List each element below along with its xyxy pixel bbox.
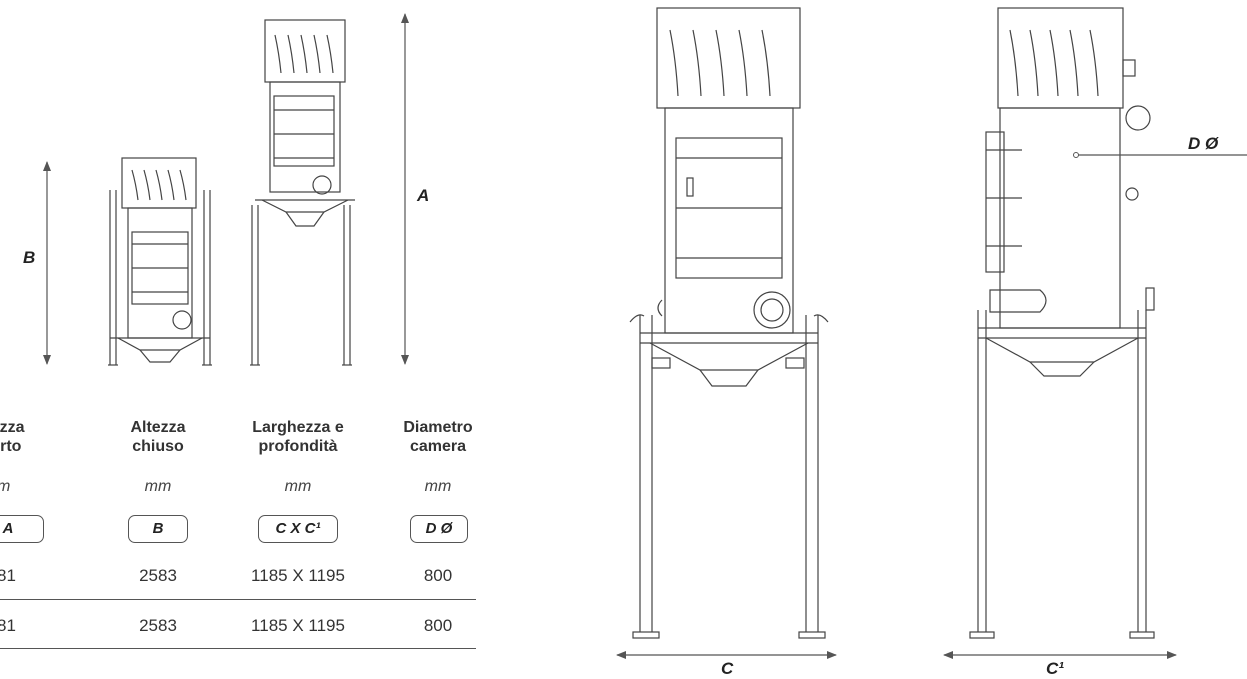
label-d: D Ø (1188, 134, 1219, 153)
cell-c: 1185 X 1195 (251, 616, 345, 635)
cell-a: 4281 (0, 616, 16, 635)
unit-a: mm (0, 478, 52, 496)
cell-d: 800 (423, 616, 453, 635)
label-b: B (23, 248, 36, 267)
code-badge-c: C X C¹ (258, 515, 338, 543)
label-a: A (417, 186, 430, 205)
machine-side-view (969, 7, 1155, 639)
code-badge-d: D Ø (410, 515, 468, 543)
machine-closed-thumbnail (108, 157, 212, 366)
dimension-d-dot (1073, 152, 1079, 158)
machine-front-view (629, 7, 829, 639)
unit-b: mm (144, 478, 172, 495)
cell-b: 2583 (139, 566, 177, 585)
cell-a: 4281 (0, 566, 16, 585)
header-altezza-chiuso: Altezza chiuso (130, 419, 186, 455)
unit-c: mm (284, 478, 312, 495)
row-divider (0, 599, 476, 600)
cell-c: 1185 X 1195 (251, 566, 345, 585)
header-altezza-aperto: Altezza aperto (0, 419, 25, 455)
unit-d: mm (424, 478, 452, 495)
row-divider (0, 648, 476, 649)
machine-open-thumbnail (250, 19, 355, 366)
label-c: C (721, 659, 734, 678)
cell-b: 2583 (139, 616, 177, 635)
header-larghezza-profondita: Larghezza e profondità (252, 419, 344, 455)
header-diametro-camera: Diametro camera (403, 419, 473, 455)
label-c1: C¹ (1046, 659, 1064, 678)
cell-d: 800 (423, 566, 453, 585)
code-badge-b: B (128, 515, 188, 543)
code-badge-a: A (0, 515, 44, 543)
